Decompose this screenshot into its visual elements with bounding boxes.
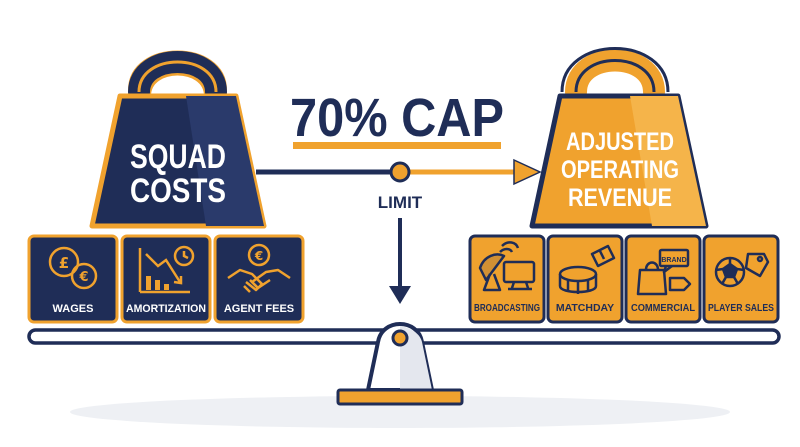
revenue-item-player-sales: PLAYER SALES [702,234,780,324]
cost-item-label: AGENT FEES [224,303,294,315]
left-weight: SQUAD COSTS [89,50,267,229]
commercial-brand-badge: BRAND [661,257,686,264]
handshake-icon: € [227,243,291,293]
declining-chart-icon [138,245,195,294]
svg-text:€: € [254,249,263,263]
ground-shadow [70,396,730,428]
right-weight: ADJUSTED OPERATING REVENUE [529,47,709,229]
left-weight-line1: SQUAD [130,138,226,176]
revenue-item-label: BROADCASTING [474,302,540,314]
cost-item-label: AMORTIZATION [126,303,206,315]
right-weight-line3: REVENUE [568,184,672,212]
cost-item-agent-fees: € AGENT FEES [213,234,305,324]
arrow-head-right [513,158,542,186]
cost-item-amortization: AMORTIZATION [120,234,212,324]
cap-title: 70% CAP [290,88,504,148]
stadium-ticket-icon [558,244,616,294]
svg-text:€: € [78,270,88,285]
revenue-item-label: COMMERCIAL [631,302,696,314]
revenue-item-matchday: MATCHDAY [546,234,624,324]
left-weight-line2: COSTS [130,172,226,210]
coins-icon: £ € [48,246,98,290]
limit-arrow: LIMIT [256,158,542,304]
right-weight-line2: OPERATING [561,156,679,184]
revenue-item-broadcasting: BROADCASTING [468,234,546,324]
balance-scale [27,322,781,406]
cost-item-wages: £ € WAGES [27,234,119,324]
fulcrum-base [336,388,464,406]
cap-header: 70% CAP [290,88,504,149]
svg-text:£: £ [59,254,69,272]
satellite-tv-icon [478,241,536,292]
football-price-tag-icon [714,252,770,288]
right-weight-line1: ADJUSTED [566,128,674,156]
revenue-item-label: PLAYER SALES [708,302,774,314]
fulcrum-pivot [391,329,409,347]
limit-label: LIMIT [378,193,423,212]
shopping-bag-brand-icon [636,248,692,296]
cost-items: £ € WAGES AMORTIZATION [27,234,305,324]
arrow-head-down [389,286,411,304]
cost-item-label: WAGES [53,303,94,315]
revenue-item-commercial: BRAND COMMERCIAL [624,234,702,324]
limit-node [389,161,411,183]
revenue-items: BROADCASTING MATCHDAY BRAN [468,234,780,324]
cap-title-underline [293,142,501,149]
revenue-item-label: MATCHDAY [556,302,614,314]
